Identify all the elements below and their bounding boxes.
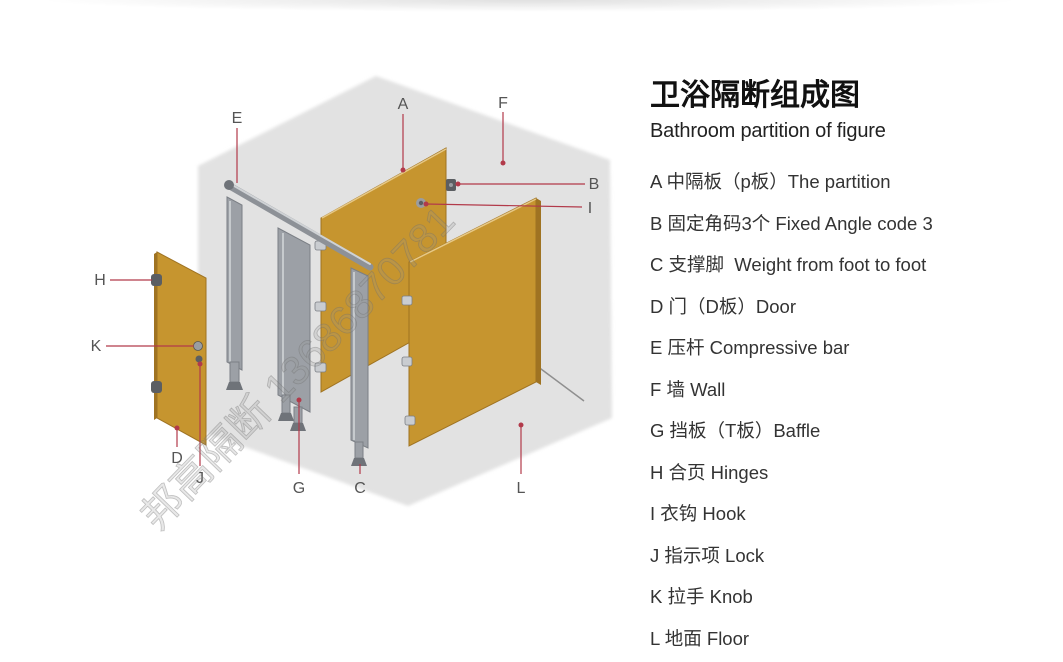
top-fixed-angle-bracket xyxy=(446,179,456,191)
foot-stem xyxy=(229,361,240,383)
legend-description: 压杆 Compressive bar xyxy=(667,337,850,358)
hook-tip xyxy=(418,200,424,206)
foot-base xyxy=(351,458,367,466)
baffle-panel xyxy=(277,227,311,413)
leader-dot-i xyxy=(423,201,429,207)
label-k: K xyxy=(91,338,102,355)
label-e: E xyxy=(232,110,243,127)
legend-description: 衣钩 Hook xyxy=(660,503,746,524)
legend-key: F xyxy=(650,378,662,400)
label-h: H xyxy=(94,272,106,289)
legend-description: 拉手 Knob xyxy=(667,586,753,607)
legend-description: 中隔板（p板）The partition xyxy=(666,171,891,192)
leader-dot-g xyxy=(296,397,302,403)
label-l: L xyxy=(517,480,526,497)
legend-key: E xyxy=(650,337,663,358)
legend-key: H xyxy=(650,461,664,483)
fixed-angle-bracket xyxy=(401,356,413,367)
legend-item-f: F 墙 Wall xyxy=(650,369,1050,411)
legend-key: A xyxy=(650,171,662,192)
label-d: D xyxy=(171,450,183,467)
legend-description: 指示项 Lock xyxy=(664,544,765,566)
fixed-angle-bracket xyxy=(314,301,327,312)
partition-top-edge xyxy=(321,148,447,219)
legend-key: D xyxy=(650,295,664,317)
legend-description: 墙 Wall xyxy=(666,378,726,400)
support-foot xyxy=(278,394,294,421)
lock-indicator xyxy=(195,355,203,363)
legend-key: G xyxy=(650,420,665,441)
legend-item-a: A 中隔板（p板）The partition xyxy=(650,161,1050,203)
label-a: A xyxy=(398,96,409,113)
leader-dot-l xyxy=(518,422,524,428)
leader-dot-d xyxy=(174,425,180,431)
floor-corner-line xyxy=(536,365,585,402)
legend-description: 固定角码3个 Fixed Angle code 3 xyxy=(667,212,933,234)
legend-panel: 卫浴隔断组成图 Bathroom partition of figure A 中… xyxy=(650,78,1050,659)
legend-item-j: J 指示项 Lock xyxy=(650,535,1050,577)
bar-end-cap xyxy=(224,180,234,190)
legend-item-g: G 挡板（T板）Baffle xyxy=(650,410,1050,452)
fixed-angle-bracket xyxy=(314,362,327,373)
door-edge xyxy=(154,252,157,420)
legend-item-h: H 合页 Hinges xyxy=(650,452,1050,494)
hinge xyxy=(151,381,162,393)
foot-base xyxy=(278,413,294,421)
support-foot xyxy=(351,441,367,466)
label-c: C xyxy=(354,480,366,497)
foot-stem xyxy=(354,441,364,459)
legend-item-k: K 拉手 Knob xyxy=(650,576,1050,618)
leader-line-i xyxy=(425,203,583,208)
legend-item-d: D 门（D板）Door xyxy=(650,286,1050,328)
foot-stem xyxy=(293,406,303,424)
fixed-angle-bracket xyxy=(404,415,416,426)
legend-key: C xyxy=(650,254,664,275)
door-panel xyxy=(156,251,207,446)
foot-base xyxy=(290,423,306,431)
leader-dot-a xyxy=(400,167,406,173)
foot-base xyxy=(226,382,243,390)
legend-description: 地面 Floor xyxy=(664,627,750,649)
coat-hook xyxy=(416,198,426,208)
label-g: G xyxy=(293,480,305,497)
page-title: 卫浴隔断组成图 xyxy=(650,79,860,112)
leader-dot-j xyxy=(197,361,203,367)
bracket-screw xyxy=(449,183,453,187)
hinge xyxy=(151,274,162,286)
fixed-angle-bracket xyxy=(401,295,413,306)
top-shadow xyxy=(40,0,1020,12)
legend-description: 支撑脚 Weight from foot to foot xyxy=(668,254,927,275)
legend-description: 门（D板）Door xyxy=(668,295,796,317)
legend-key: B xyxy=(650,212,663,234)
compressive-bar xyxy=(224,180,374,271)
legend-item-l: L 地面 Floor xyxy=(650,618,1050,660)
front-partition-edge xyxy=(536,198,541,385)
legend-key: I xyxy=(650,503,656,524)
page-subtitle: Bathroom partition of figure xyxy=(650,120,886,142)
legend-description: 挡板（T板）Baffle xyxy=(669,420,821,441)
support-foot xyxy=(290,406,306,431)
knob xyxy=(193,341,203,351)
front-partition-top-edge xyxy=(409,198,537,263)
label-j: J xyxy=(196,470,204,487)
legend-item-i: I 衣钩 Hook xyxy=(650,493,1050,535)
component-legend: A 中隔板（p板）The partition B 固定角码3个 Fixed An… xyxy=(650,161,1050,659)
label-f: F xyxy=(498,95,508,112)
legend-key: K xyxy=(650,586,663,607)
legend-key: L xyxy=(650,627,660,649)
legend-item-b: B 固定角码3个 Fixed Angle code 3 xyxy=(650,203,1050,245)
leader-dot-b xyxy=(455,181,461,187)
bar-highlight xyxy=(228,182,371,265)
partition-diagram: A B C D E F G H I J K L 邦高隔断 13686870781 xyxy=(91,76,612,539)
leader-dot-f xyxy=(500,160,506,166)
legend-key: J xyxy=(650,544,660,566)
bar-body xyxy=(224,181,374,271)
legend-item-c: C 支撑脚 Weight from foot to foot xyxy=(650,244,1050,286)
label-b: B xyxy=(589,176,600,193)
legend-item-e: E 压杆 Compressive bar xyxy=(650,327,1050,369)
label-i: I xyxy=(588,200,592,217)
legend-description: 合页 Hinges xyxy=(668,461,769,483)
front-pilaster xyxy=(350,267,369,449)
support-foot xyxy=(226,361,243,390)
